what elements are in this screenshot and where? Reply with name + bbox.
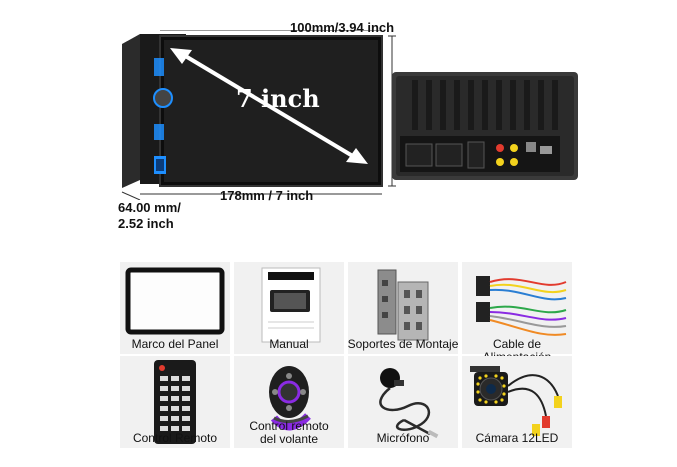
label-line-2: del volante (259, 432, 319, 446)
depth-dimension-label: 64.00 mm/ 2.52 inch (118, 200, 181, 232)
steering-wheel-control-icon (269, 366, 311, 431)
accessory-label: Soportes de Montaje (347, 337, 459, 351)
accessory-label: Marco del Panel (131, 337, 219, 351)
panel-frame-icon (125, 267, 225, 335)
microphone-icon (379, 368, 439, 439)
power-cable-icon (476, 276, 567, 336)
volume-knob-icon (153, 88, 173, 108)
mounting-brackets-icon (377, 269, 429, 341)
head-unit-rear-view (392, 72, 578, 180)
head-unit-front-view (121, 30, 396, 200)
accessory-label: Micrófono (376, 431, 430, 445)
depth-line-2: 2.52 inch (118, 216, 174, 231)
label-line-1: Control remoto (249, 419, 329, 433)
camera-icon (470, 366, 562, 436)
accessory-label: Control Remoto (132, 431, 218, 445)
manual-icon (261, 267, 321, 343)
product-dimensions-figure: 100mm/3.94 inch 7 inch 178mm / 7 inch 64… (118, 20, 578, 232)
accessory-label: Control remoto del volante (231, 420, 347, 446)
accessory-label: Cámara 12LED (475, 431, 559, 445)
width-dimension-label: 100mm/3.94 inch (290, 20, 395, 35)
screen-size-label: 7 inch (236, 84, 320, 113)
depth-line-1: 64.00 mm/ (118, 200, 181, 215)
accessory-label: Manual (269, 337, 309, 351)
remote-control-icon (154, 360, 196, 444)
length-dimension-label: 178mm / 7 inch (220, 188, 314, 203)
